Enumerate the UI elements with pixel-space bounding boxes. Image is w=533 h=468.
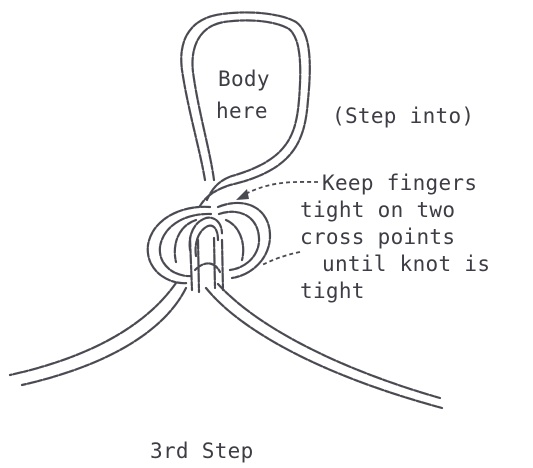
- loop-label-line1: Body: [218, 67, 270, 91]
- free-ends: [10, 283, 442, 408]
- leader-arrows: [236, 182, 318, 265]
- diagram-caption: 3rd Step: [150, 439, 254, 463]
- instruction-line-3: cross points: [300, 225, 455, 249]
- loop-label-line2: here: [216, 99, 268, 123]
- instruction-line-4: until knot is: [322, 252, 490, 276]
- instruction-line-2: tight on two: [300, 198, 455, 222]
- step-into-note: (Step into): [332, 104, 474, 128]
- knot-wraps: [148, 203, 270, 292]
- instruction-line-1: Keep fingers: [322, 171, 477, 195]
- instruction-line-5: tight: [300, 279, 365, 303]
